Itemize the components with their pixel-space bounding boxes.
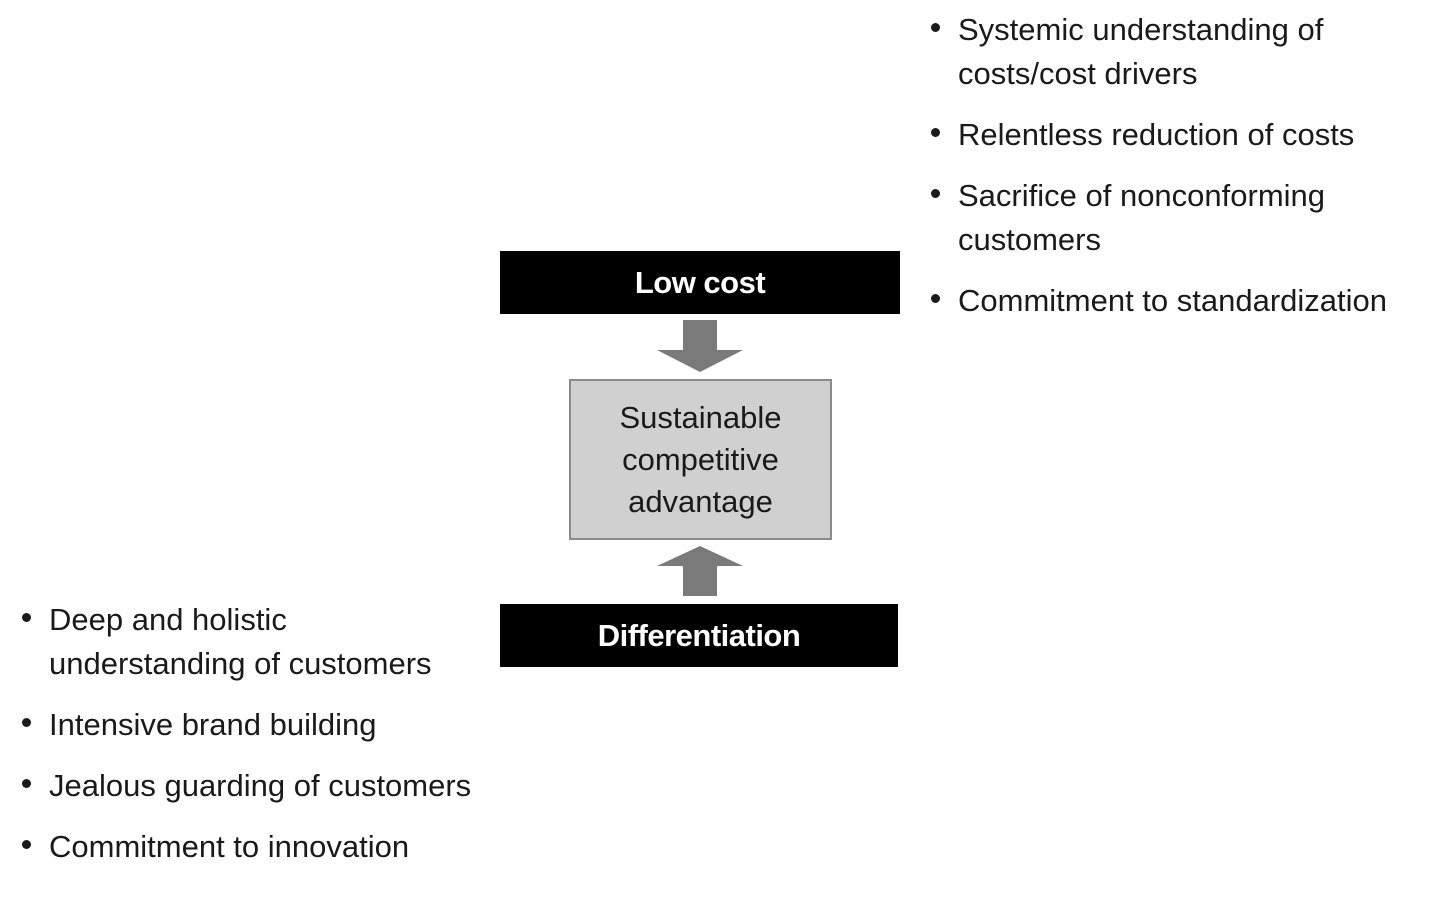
arrow-up-icon xyxy=(657,546,743,596)
sustainable-advantage-box: Sustainable competitive advantage xyxy=(569,379,832,540)
bullet-icon xyxy=(22,840,31,849)
differentiation-practices-list: Deep and holistic understanding of custo… xyxy=(19,598,489,886)
list-item-text: Commitment to standardization xyxy=(958,283,1388,318)
list-item: Commitment to standardization xyxy=(928,279,1444,323)
list-item: Relentless reduction of costs xyxy=(928,113,1444,157)
low-cost-label: Low cost xyxy=(634,264,766,300)
list-item: Sacrifice of nonconforming customers xyxy=(928,174,1444,262)
low-cost-practices-list: Systemic understanding of costs/cost dri… xyxy=(928,8,1444,340)
low-cost-box: Low cost xyxy=(500,251,900,314)
arrow-down-shape xyxy=(657,320,743,372)
list-item: Jealous guarding of customers xyxy=(19,764,489,808)
list-item: Commitment to innovation xyxy=(19,825,489,869)
list-item-text: Sacrifice of nonconforming customers xyxy=(958,178,1326,257)
differentiation-label: Differentiation xyxy=(597,617,801,653)
list-item-text: Jealous guarding of customers xyxy=(49,768,472,803)
bullet-icon xyxy=(22,779,31,788)
bullet-icon xyxy=(22,613,31,622)
list-item-text: Deep and holistic understanding of custo… xyxy=(49,602,432,681)
bullet-icon xyxy=(931,23,940,32)
list-item: Intensive brand building xyxy=(19,703,489,747)
sustainable-advantage-label: Sustainable competitive advantage xyxy=(619,399,782,519)
list-item: Deep and holistic understanding of custo… xyxy=(19,598,489,686)
bullet-icon xyxy=(22,718,31,727)
list-item-text: Intensive brand building xyxy=(49,707,377,742)
list-item-text: Relentless reduction of costs xyxy=(958,117,1355,152)
bullet-icon xyxy=(931,189,940,198)
list-item: Systemic understanding of costs/cost dri… xyxy=(928,8,1444,96)
arrow-up-shape xyxy=(657,546,743,596)
differentiation-box: Differentiation xyxy=(500,604,898,667)
arrow-down-icon xyxy=(657,320,743,372)
list-item-text: Commitment to innovation xyxy=(49,829,410,864)
list-item-text: Systemic understanding of costs/cost dri… xyxy=(958,12,1324,91)
bullet-icon xyxy=(931,294,940,303)
bullet-icon xyxy=(931,128,940,137)
